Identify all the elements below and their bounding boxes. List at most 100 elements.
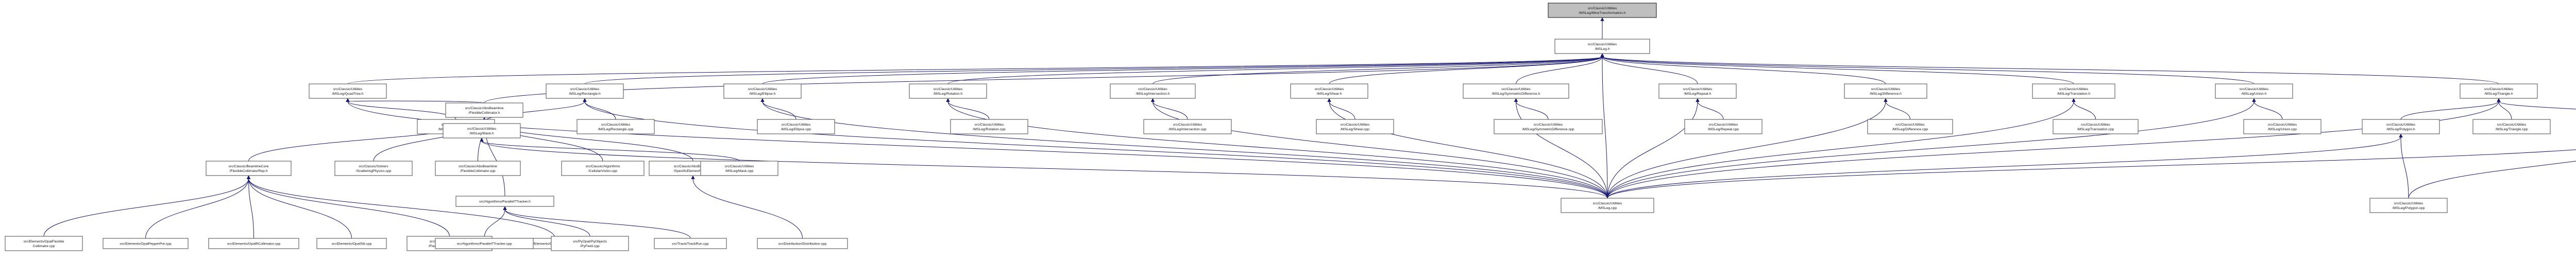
- node-box[interactable]: [546, 83, 624, 99]
- node-box[interactable]: [1867, 119, 1953, 134]
- node-symdiff-h[interactable]: src/Classic/Utilities/MSLeg/SymmetricDif…: [1463, 83, 1569, 99]
- node-rectangle-h[interactable]: src/Classic/Utilities/MSLeg/Rectangle.h: [546, 83, 624, 99]
- node-box[interactable]: [2032, 83, 2115, 99]
- edge-intersection_h-intersection_cpp: [1153, 101, 1188, 120]
- node-tracktrack[interactable]: src/Track/TrackRun.cpp: [654, 238, 727, 249]
- node-label-line: src/Elements/OpalRCollimator.cpp: [227, 242, 281, 246]
- node-box[interactable]: [551, 236, 629, 251]
- node-difference-h[interactable]: src/Classic/Utilities/MSLeg/Difference.h: [1844, 83, 1927, 99]
- node-box[interactable]: [455, 196, 554, 207]
- node-union-h[interactable]: src/Classic/Utilities/MSLeg/Union.h: [2215, 83, 2293, 99]
- node-rectangle-cpp[interactable]: src/Classic/Utilities/MSLeg/Rectangle.cp…: [577, 119, 655, 134]
- node-label-line: src/Classic/Utilities: [2081, 123, 2110, 127]
- edge-arrowhead: [691, 175, 695, 179]
- node-opal-pepper[interactable]: src/Elements/OpalPepperPot.cpp: [103, 238, 189, 249]
- node-quadtree-h[interactable]: src/Classic/Utilities/MSLeg/QuadTree.h: [309, 83, 387, 99]
- node-box[interactable]: [1316, 119, 1394, 134]
- node-box[interactable]: [208, 238, 299, 249]
- node-intersection-cpp[interactable]: src/Classic/Utilities/MSLeg/Intersection…: [1143, 119, 1232, 134]
- edge-arrowhead: [2497, 98, 2501, 102]
- edge-partracker_h-pyopal: [504, 209, 590, 237]
- node-shear-h[interactable]: src/Classic/Utilities/MSLeg/Shear.h: [1290, 83, 1368, 99]
- node-algorithms-h[interactable]: src/Classic/Algorithms/CellularVisitor.c…: [561, 161, 645, 176]
- node-box[interactable]: [2460, 83, 2538, 99]
- node-box[interactable]: [561, 161, 645, 176]
- node-partracker-cpp[interactable]: src/Algorithms/ParallelTTracker.cpp: [435, 238, 534, 249]
- node-mask-cpp[interactable]: src/Classic/Utilities/MSLeg/Mask.cpp: [700, 161, 778, 176]
- node-box[interactable]: [443, 123, 521, 138]
- node-partracker-h[interactable]: src/Algorithms/ParallelTTracker.h: [455, 196, 554, 207]
- node-distribution[interactable]: src/Distribution/Distribution.cpp: [757, 238, 848, 249]
- node-intersection-h[interactable]: src/Classic/Utilities/MSLeg/Intersection…: [1110, 83, 1196, 99]
- node-box[interactable]: [1110, 83, 1196, 99]
- node-absbeamline-h[interactable]: src/Classic/AbsBeamline/FlexibleCollimat…: [445, 102, 523, 118]
- node-triangle-cpp[interactable]: src/Classic/Utilities/MSLeg/Triangle.cpp: [2472, 119, 2551, 134]
- node-triangle-h[interactable]: src/Classic/Utilities/MSLeg/Triangle.h: [2460, 83, 2538, 99]
- node-box[interactable]: [1554, 39, 1650, 54]
- node-beamlinecore-h[interactable]: src/Classic/BeamlineCore/FlexibleCollima…: [206, 161, 292, 176]
- node-box[interactable]: [5, 236, 83, 251]
- node-symdiff-cpp[interactable]: src/Classic/Utilities/MSLeg/SymmetricDif…: [1494, 119, 1603, 134]
- node-box[interactable]: [1658, 83, 1737, 99]
- node-box[interactable]: [757, 119, 835, 134]
- node-label-line: /MSLeg/Union.h: [2242, 92, 2267, 96]
- node-box[interactable]: [654, 238, 727, 249]
- node-box[interactable]: [577, 119, 655, 134]
- node-box[interactable]: [723, 83, 802, 99]
- node-translation-cpp[interactable]: src/Classic/Utilities/MSLeg/Translation.…: [2053, 119, 2139, 134]
- node-box[interactable]: [2472, 119, 2551, 134]
- node-box[interactable]: [1143, 119, 1232, 134]
- node-msleg-h[interactable]: src/Classic/Utilities/MSLeg.h: [1554, 39, 1650, 54]
- node-box[interactable]: [309, 83, 387, 99]
- node-box[interactable]: [1844, 83, 1927, 99]
- node-box[interactable]: [2362, 119, 2440, 134]
- node-shear-cpp[interactable]: src/Classic/Utilities/MSLeg/Shear.cpp: [1316, 119, 1394, 134]
- node-box[interactable]: [700, 161, 778, 176]
- node-scattering-h[interactable]: src/Classic/Solvers/ScatteringPhysics.cp…: [334, 161, 413, 176]
- node-box[interactable]: [334, 161, 413, 176]
- node-box[interactable]: [1548, 3, 1657, 18]
- node-box[interactable]: [2243, 119, 2321, 134]
- node-box[interactable]: [1290, 83, 1368, 99]
- node-box[interactable]: [2215, 83, 2293, 99]
- node-ellipse-h[interactable]: src/Classic/Utilities/MSLeg/Ellipse.h: [723, 83, 802, 99]
- node-translation-h[interactable]: src/Classic/Utilities/MSLeg/Translation.…: [2032, 83, 2115, 99]
- edge-arrowhead: [503, 206, 507, 210]
- node-box[interactable]: [757, 238, 848, 249]
- node-box[interactable]: [909, 83, 987, 99]
- node-label-line: /MSLeg/SymmetricDifference.cpp: [1522, 128, 1574, 131]
- node-opal-rcoll[interactable]: src/Elements/OpalRCollimator.cpp: [208, 238, 299, 249]
- node-mask-h[interactable]: src/Classic/Utilities/MSLeg/Mask.h: [443, 123, 521, 138]
- node-box[interactable]: [1463, 83, 1569, 99]
- node-box[interactable]: [2053, 119, 2139, 134]
- node-msleg-cpp[interactable]: src/Classic/Utilities/MSLeg.cpp: [1561, 198, 1654, 213]
- node-absbeamline-cpp[interactable]: src/Classic/AbsBeamline/FlexibleCollimat…: [435, 161, 521, 176]
- node-box[interactable]: [435, 161, 521, 176]
- node-pyopal[interactable]: src/PyOpal/PyObjects/PyField.cpp: [551, 236, 629, 251]
- node-opal-slit[interactable]: src/Elements/OpalSlit.cpp: [316, 238, 387, 249]
- node-label-line: /MSLeg/Union.cpp: [2268, 128, 2297, 131]
- node-polygon-cpp[interactable]: src/Classic/Utilities/MSLeg/Polygon.cpp: [2369, 198, 2448, 213]
- node-repeat-cpp[interactable]: src/Classic/Utilities/MSLeg/Repeat.cpp: [1684, 119, 1762, 134]
- node-box[interactable]: [445, 102, 523, 118]
- node-box[interactable]: [1684, 119, 1762, 134]
- node-box[interactable]: [103, 238, 189, 249]
- node-box[interactable]: [1561, 198, 1654, 213]
- node-ellipse-cpp[interactable]: src/Classic/Utilities/MSLeg/Ellipse.cpp: [757, 119, 835, 134]
- edge-union_h-union_cpp: [2253, 101, 2283, 120]
- node-polygon-h[interactable]: src/Classic/Utilities/MSLeg/Polygon.h: [2362, 119, 2440, 134]
- node-box[interactable]: [2369, 198, 2448, 213]
- node-root[interactable]: src/Classic/Utilities/MSLeg/MineTransfor…: [1548, 3, 1657, 18]
- node-rotation-h[interactable]: src/Classic/Utilities/MSLeg/Rotation.h: [909, 83, 987, 99]
- node-box[interactable]: [206, 161, 292, 176]
- node-box[interactable]: [435, 238, 534, 249]
- node-rotation-cpp[interactable]: src/Classic/Utilities/MSLeg/Rotation.cpp: [950, 119, 1028, 134]
- node-box[interactable]: [316, 238, 387, 249]
- node-box[interactable]: [950, 119, 1028, 134]
- node-box[interactable]: [1494, 119, 1603, 134]
- edge-triangle_h-meshgen_h: [2498, 101, 2576, 110]
- node-repeat-h[interactable]: src/Classic/Utilities/MSLeg/Repeat.h: [1658, 83, 1737, 99]
- node-difference-cpp[interactable]: src/Classic/Utilities/MSLeg/Difference.c…: [1867, 119, 1953, 134]
- node-union-cpp[interactable]: src/Classic/Utilities/MSLeg/Union.cpp: [2243, 119, 2321, 134]
